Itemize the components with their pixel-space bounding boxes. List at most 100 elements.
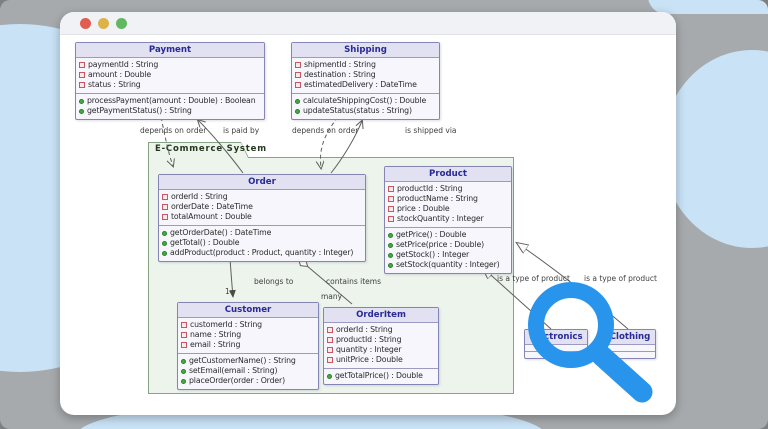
class-attribute: name : String: [181, 330, 316, 340]
class-attribute: email : String: [181, 340, 316, 350]
class-method: placeOrder(order : Order): [181, 376, 316, 386]
field-icon: [181, 332, 187, 338]
class-attribute: stockQuantity : Integer: [388, 214, 509, 224]
edge-label: belongs to: [254, 277, 294, 286]
method-icon: [295, 98, 300, 104]
field-icon: [162, 204, 168, 210]
edge-label: contains items: [326, 277, 381, 286]
field-icon: [388, 216, 394, 222]
class-attribute: orderId : String: [162, 192, 363, 202]
minimize-button[interactable]: [98, 18, 109, 29]
field-icon: [181, 342, 187, 348]
multiplicity-label: many: [321, 292, 343, 301]
close-button[interactable]: [80, 18, 91, 29]
class-method: addProduct(product : Product, quantity :…: [162, 248, 363, 258]
edge-label: is shipped via: [405, 126, 457, 135]
window-titlebar: [60, 12, 676, 35]
class-method: getCustomerName() : String: [181, 356, 316, 366]
field-icon: [327, 347, 333, 353]
class-attribute: orderId : String: [327, 325, 436, 335]
class-method: getTotal() : Double: [162, 238, 363, 248]
class-method-text: setEmail(email : String): [189, 366, 278, 375]
class-method-text: getTotal() : Double: [170, 238, 240, 247]
class-method-text: getStock() : Integer: [396, 250, 470, 259]
field-icon: [162, 194, 168, 200]
method-icon: [181, 358, 186, 364]
class-method-text: setPrice(price : Double): [396, 240, 485, 249]
class-attribute-text: stockQuantity : Integer: [397, 214, 484, 223]
class-method-text: addProduct(product : Product, quantity :…: [170, 248, 354, 257]
class-method: getPrice() : Double: [388, 230, 509, 240]
class-attribute: productId : String: [388, 184, 509, 194]
edge-label: is a type of product: [497, 274, 570, 283]
class-method-text: placeOrder(order : Order): [189, 376, 285, 385]
method-icon: [388, 242, 393, 248]
class-attribute-text: customerId : String: [190, 320, 262, 329]
method-icon: [388, 232, 393, 238]
field-icon: [79, 62, 85, 68]
class-attribute: paymentId : String: [79, 60, 262, 70]
class-method: getStock() : Integer: [388, 250, 509, 260]
class-attribute-text: productName : String: [397, 194, 478, 203]
field-icon: [295, 82, 301, 88]
class-attribute: amount : Double: [79, 70, 262, 80]
class-electronics[interactable]: Electronics: [524, 329, 588, 359]
class-attribute-text: status : String: [88, 80, 141, 89]
method-icon: [181, 368, 186, 374]
class-attribute: quantity : Integer: [327, 345, 436, 355]
class-attribute-text: name : String: [190, 330, 242, 339]
method-icon: [162, 250, 167, 256]
class-clothing[interactable]: Clothing: [604, 329, 656, 359]
class-attribute-text: orderDate : DateTime: [171, 202, 253, 211]
field-icon: [295, 72, 301, 78]
edge-label: is paid by: [223, 126, 260, 135]
class-attribute: destination : String: [295, 70, 437, 80]
class-method-text: updateStatus(status : String): [303, 106, 412, 115]
class-title: Clothing: [605, 330, 655, 345]
class-method-text: getOrderDate() : DateTime: [170, 228, 272, 237]
method-icon: [388, 262, 393, 268]
class-attribute-text: productId : String: [397, 184, 463, 193]
class-attribute-text: unitPrice : Double: [336, 355, 403, 364]
field-icon: [388, 196, 394, 202]
field-icon: [162, 214, 168, 220]
field-icon: [181, 322, 187, 328]
class-attribute-text: price : Double: [397, 204, 450, 213]
class-attribute: orderDate : DateTime: [162, 202, 363, 212]
class-method: setPrice(price : Double): [388, 240, 509, 250]
class-method: setStock(quantity : Integer): [388, 260, 509, 270]
class-attribute-text: quantity : Integer: [336, 345, 402, 354]
zoom-button[interactable]: [116, 18, 127, 29]
class-method: calculateShippingCost() : Double: [295, 96, 437, 106]
field-icon: [327, 337, 333, 343]
method-icon: [295, 108, 300, 114]
class-title: Order: [159, 175, 365, 190]
class-attribute-text: productId : String: [336, 335, 402, 344]
class-method: updateStatus(status : String): [295, 106, 437, 116]
class-attribute-text: amount : Double: [88, 70, 152, 79]
class-attribute-text: paymentId : String: [88, 60, 159, 69]
class-title: Electronics: [525, 330, 587, 345]
class-attribute: estimatedDelivery : DateTime: [295, 80, 437, 90]
class-method: getOrderDate() : DateTime: [162, 228, 363, 238]
class-attribute-text: orderId : String: [336, 325, 393, 334]
cloud-shape: [648, 0, 768, 14]
class-attribute: shipmentId : String: [295, 60, 437, 70]
field-icon: [388, 186, 394, 192]
edge-label: depends on order: [140, 126, 207, 135]
class-attribute: price : Double: [388, 204, 509, 214]
method-icon: [79, 108, 84, 114]
class-attribute: status : String: [79, 80, 262, 90]
class-attribute-text: orderId : String: [171, 192, 228, 201]
class-method-text: getTotalPrice() : Double: [335, 371, 423, 380]
edge-label: is a type of product: [584, 274, 657, 283]
class-title: Shipping: [292, 43, 439, 58]
method-icon: [162, 240, 167, 246]
class-method-text: setStock(quantity : Integer): [396, 260, 500, 269]
